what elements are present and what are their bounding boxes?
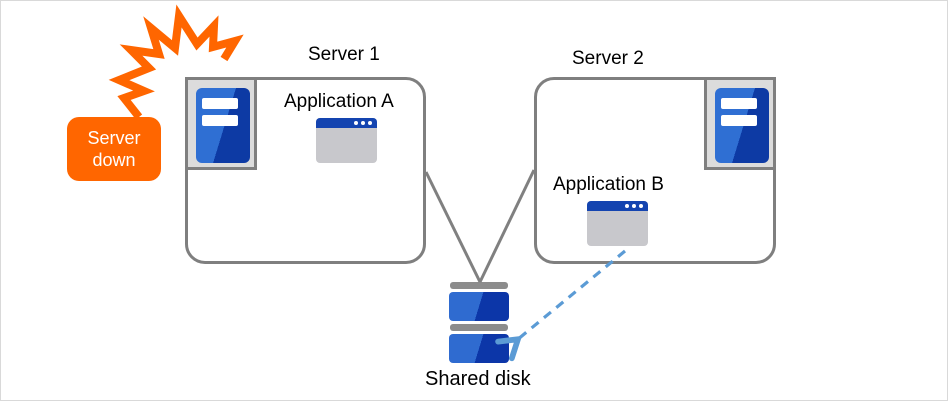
server-slot-bar [202,115,238,126]
server-slot-bar [202,98,238,109]
server1-title: Server 1 [308,44,380,65]
disk-unit [449,334,509,363]
server-tower-icon [196,88,250,163]
app-window-titlebar [587,201,648,211]
server-tower-icon [715,88,769,163]
server2-icon-plate [704,77,776,170]
server2-disk-link-line [478,169,536,283]
window-dot [632,204,636,208]
server-slot-bar [721,115,757,126]
window-dot [361,121,365,125]
disk-stack-icon [449,282,509,363]
disk-unit [449,292,509,321]
window-dot [354,121,358,125]
window-dot [639,204,643,208]
server-down-badge: Server down [67,117,161,181]
application-a-label: Application A [284,91,394,112]
server-down-badge-line1: Server [87,128,141,148]
disk-top-bar [450,282,508,289]
shared-disk-label: Shared disk [425,368,531,390]
window-dot [625,204,629,208]
disk-top-bar [450,324,508,331]
server1-icon-plate [185,77,257,170]
app-window-icon-a [316,118,377,163]
server1-disk-link-line [424,171,482,283]
window-dot [368,121,372,125]
app-b-to-disk-arrow [495,249,627,362]
app-window-titlebar [316,118,377,128]
server-down-badge-line2: down [92,150,136,170]
server2-title: Server 2 [572,48,644,69]
server-slot-bar [721,98,757,109]
app-window-icon-b [587,201,648,246]
application-b-label: Application B [553,174,664,195]
